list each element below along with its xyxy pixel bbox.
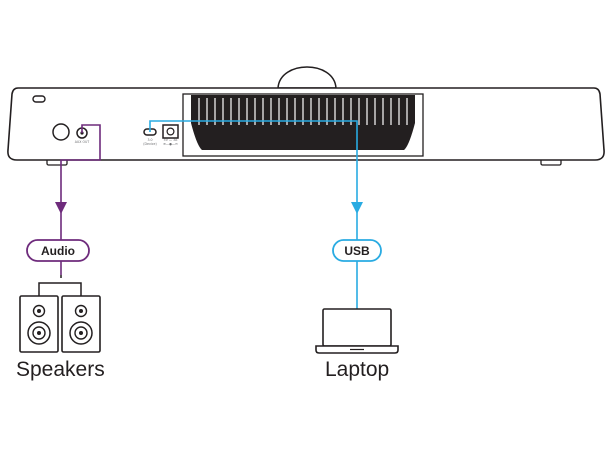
speaker-icon	[61, 295, 101, 353]
speakers-caption: Speakers	[16, 358, 105, 381]
aux-out-label: AUX OUT	[75, 140, 90, 144]
usb-c-sublabel: (Device)	[143, 142, 156, 146]
speaker-icon	[19, 295, 59, 353]
dc-in-label: 5V — 3A	[164, 138, 178, 142]
speaker-wiring	[38, 275, 82, 297]
usb-c-label: 3.0	[147, 138, 152, 142]
audio-connection-pill	[26, 239, 90, 262]
security-slot	[32, 95, 46, 103]
audio-arrow-down	[55, 202, 67, 214]
laptop-icon	[315, 308, 399, 354]
video-bar-device: AUX OUT 3.0 (Device) 5V — 3A ⊕—●—⊖	[7, 87, 605, 166]
dc-in-sublabel: ⊕—●—⊖	[163, 142, 178, 146]
usb-cable: USB	[149, 120, 382, 309]
laptop-caption: Laptop	[325, 358, 390, 381]
audio-cable: Audio	[26, 124, 101, 275]
usb-connection-label: USB	[344, 244, 370, 258]
dc-in-port-inner	[166, 127, 175, 136]
usb-arrow-down	[351, 202, 363, 214]
audio-cable-line	[60, 124, 101, 243]
camera-dome	[277, 66, 337, 89]
audio-connection-label: Audio	[41, 244, 75, 258]
usb-cable-line	[149, 120, 358, 241]
power-button-port	[52, 123, 70, 141]
